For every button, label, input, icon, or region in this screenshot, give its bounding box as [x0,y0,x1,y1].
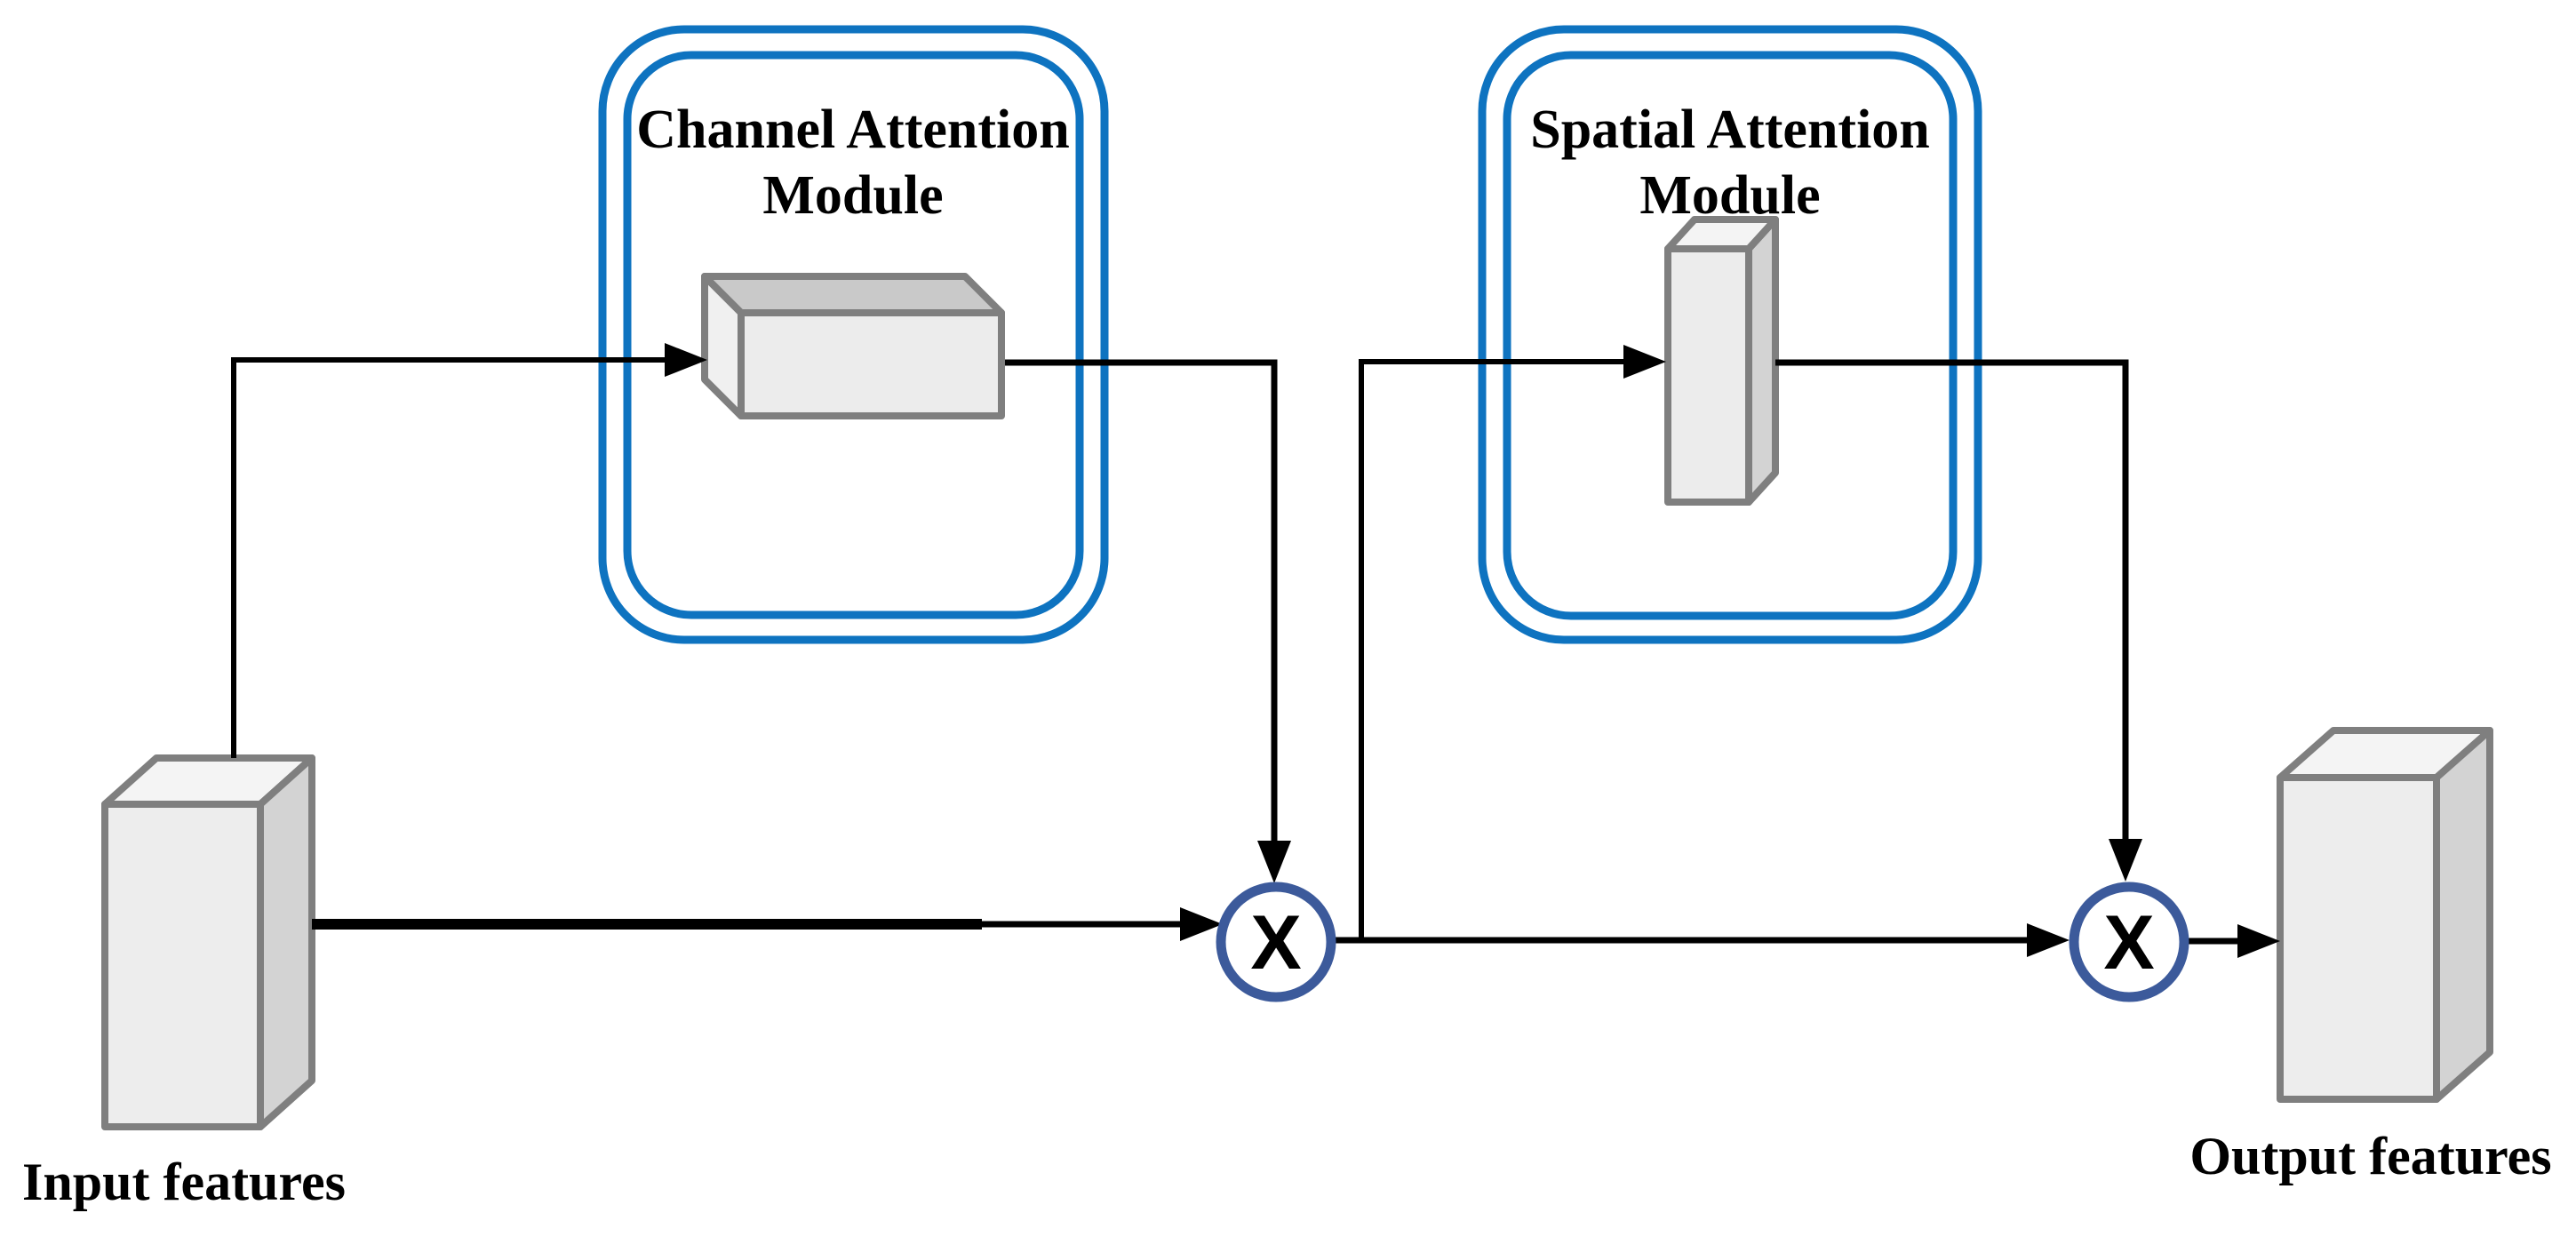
multiply2-circle [2069,882,2189,1002]
arrow-into-multiply1-left [1180,907,1223,941]
spatial-attention-module: Spatial Attention Module [1478,25,1982,644]
channel-feature-cuboid [701,273,1005,419]
channel-cuboid-top-face [701,273,1005,316]
multiply2-icon: X [2103,900,2154,986]
channel-attention-module: Channel Attention Module [598,25,1109,644]
connector-spatial-to-multiply2 [1775,359,2129,842]
multiply1-circle [1216,882,1336,1002]
channel-module-title-line2: Module [762,165,943,226]
input-features-label: Input features [22,1153,346,1211]
multiply-node-1: X [1216,882,1336,1002]
arrow-into-multiply2-left [2027,923,2070,957]
input-box-side-face [257,754,315,1130]
multiply1-icon: X [1250,900,1301,986]
connector-channel-to-multiply1 [1005,359,1278,844]
spatial-cuboid-side-face [1745,216,1779,506]
arrow-into-output-box [2237,924,2280,958]
arrow-into-multiply1-top [1257,841,1291,883]
spatial-feature-cuboid [1664,216,1779,506]
input-features-box [101,754,315,1130]
spatial-cuboid-front-face [1664,245,1752,506]
channel-module-border-inner [623,51,1084,619]
channel-cuboid-front-face [738,309,1005,419]
channel-module-border-outer [598,25,1109,644]
output-features-label: Output features [2189,1127,2551,1185]
input-box-front-face [101,801,264,1130]
channel-module-title-line1: Channel Attention [636,100,1069,160]
connector-branch-to-spatial [1359,359,1625,940]
arrow-into-multiply2-top [2109,839,2142,882]
arrow-into-channel-cuboid [665,343,707,377]
output-box-side-face [2433,727,2493,1103]
spatial-module-border-outer [1478,25,1982,644]
spatial-module-title-line2: Module [1639,165,1820,226]
connector-input-to-channel [231,357,666,758]
spatial-module-title-line1: Spatial Attention [1530,100,1930,160]
output-features-box [2277,727,2493,1103]
arrow-into-spatial-cuboid [1623,345,1666,379]
connectors [231,343,2280,958]
multiply-node-2: X [2069,882,2189,1002]
spatial-module-border-inner [1503,51,1958,620]
output-box-front-face [2277,774,2440,1103]
